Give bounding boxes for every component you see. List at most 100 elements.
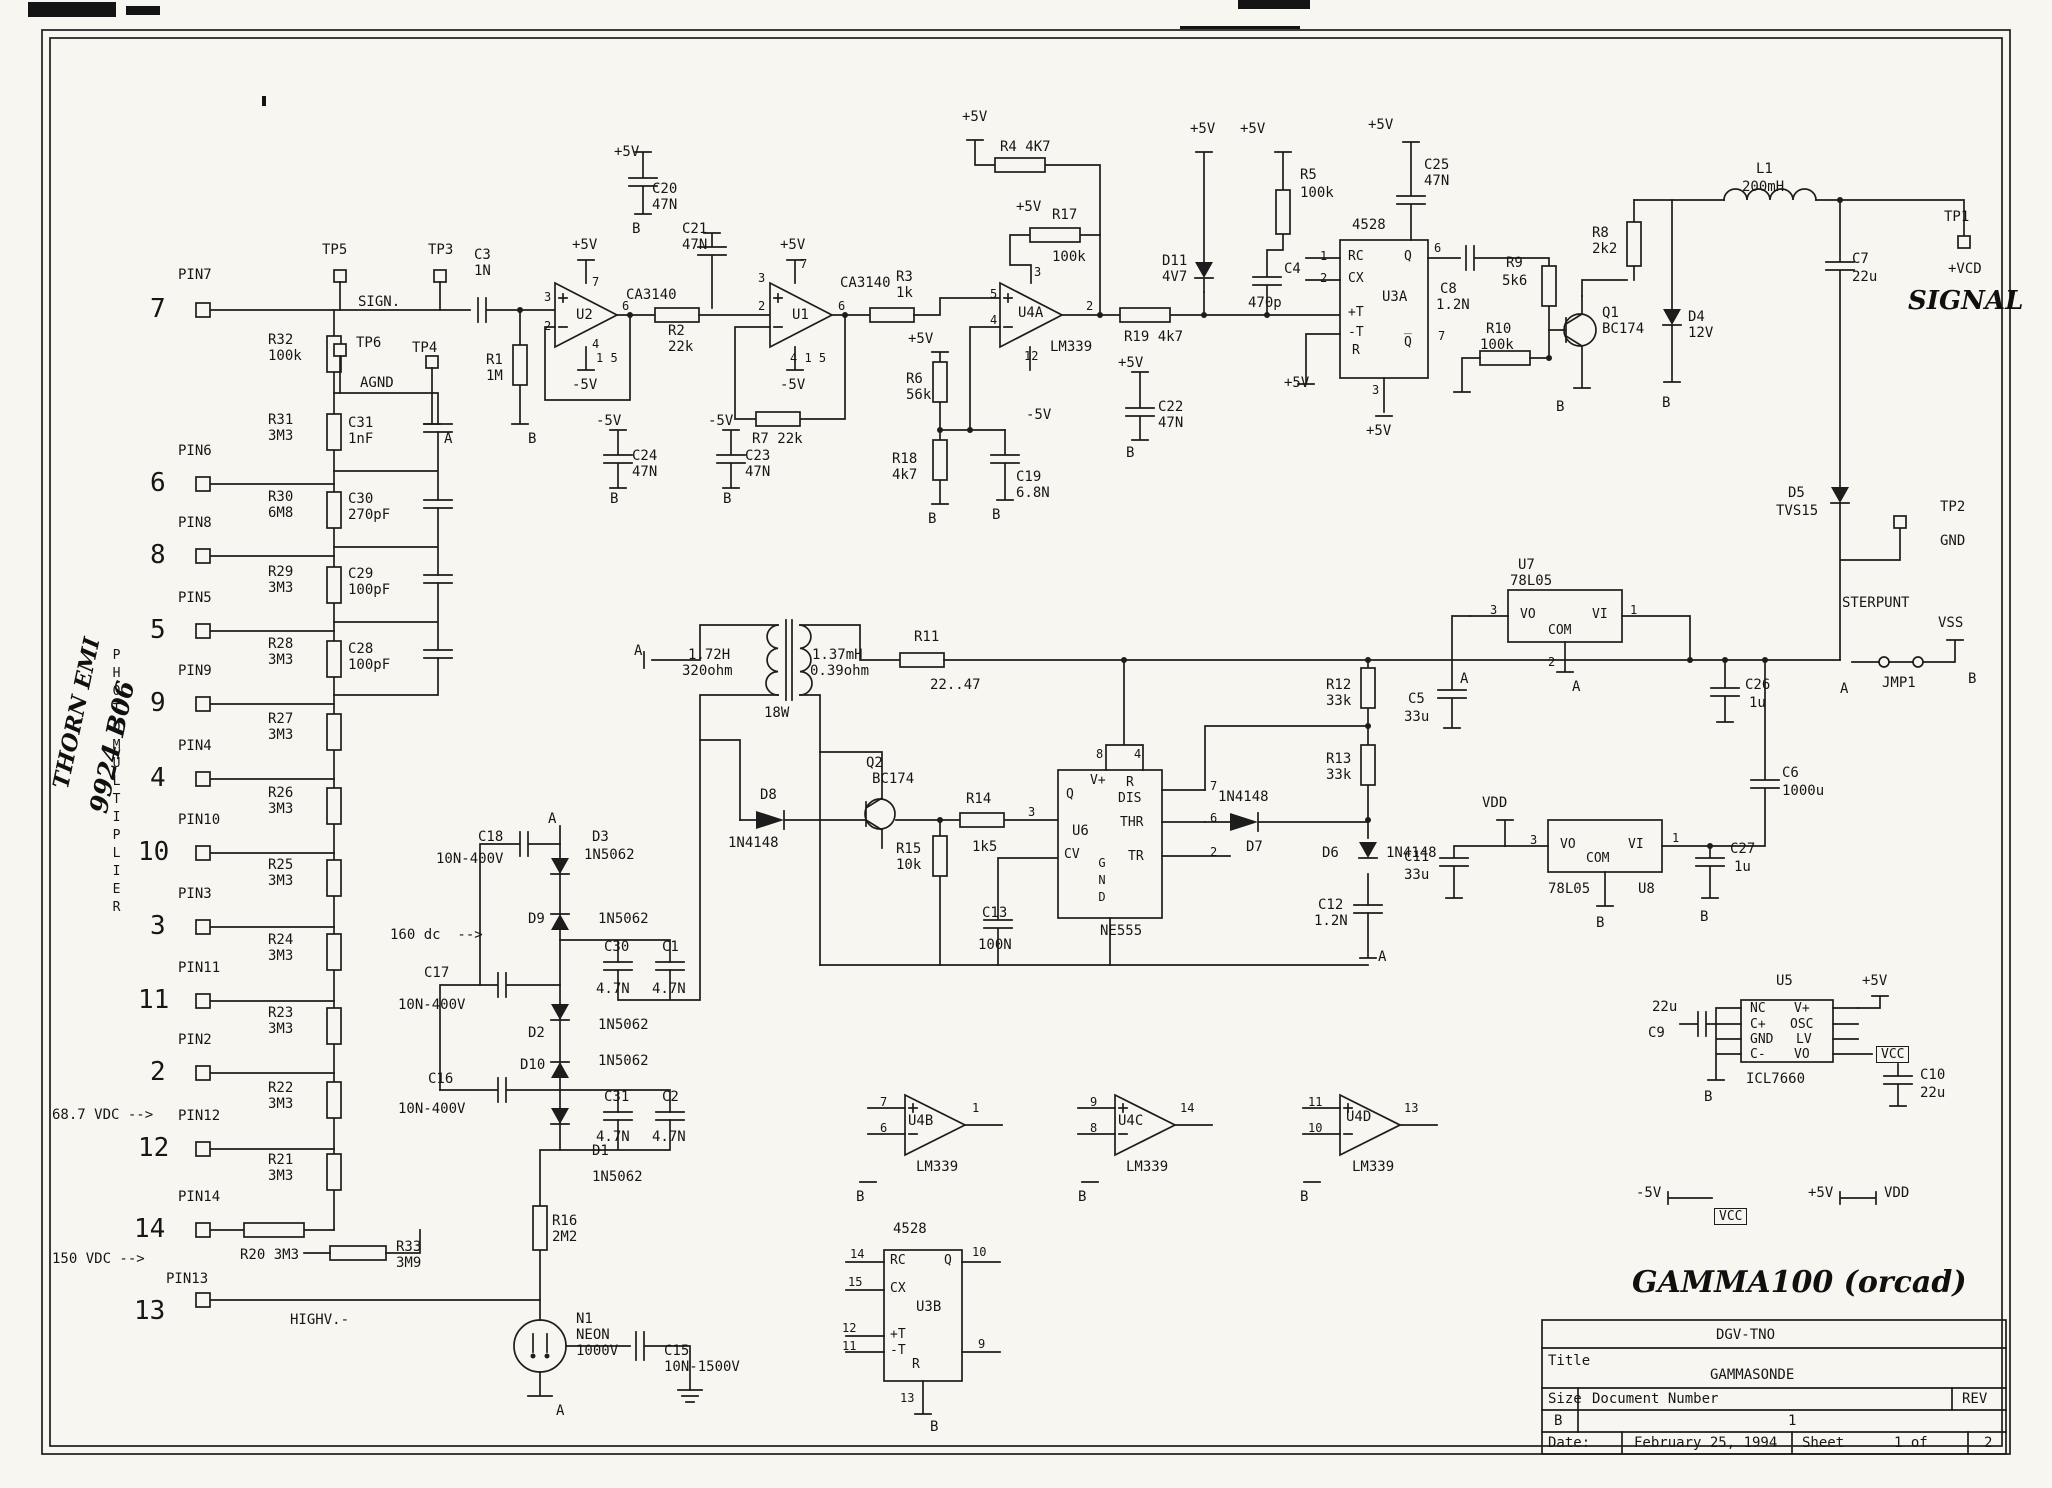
- pin14-label: PIN14: [178, 1189, 221, 1205]
- u3a-pin7: 7: [1438, 329, 1446, 343]
- c10-label: C10: [1920, 1067, 1946, 1083]
- r5-value: 100k: [1300, 185, 1334, 201]
- r8-label: R8: [1592, 225, 1609, 241]
- r33-value: 3M9: [396, 1255, 422, 1271]
- pin10-number: 10: [138, 837, 170, 867]
- tb-rev-label: REV: [1962, 1391, 1988, 1407]
- c27-label: C27: [1730, 841, 1756, 857]
- pin9-number: 9: [150, 688, 166, 718]
- c16-label: C16: [428, 1071, 454, 1087]
- r4-plus5v: +5V: [962, 109, 988, 125]
- r17-label: R17: [1052, 207, 1078, 223]
- u7-pin1: 1: [1630, 603, 1638, 617]
- u4b-label: U4B: [908, 1113, 934, 1129]
- u3a-qbar: Q̅: [1404, 335, 1412, 350]
- middle-stage: [643, 589, 1841, 966]
- u8-b: B: [1596, 915, 1605, 931]
- tp1-label: TP1: [1944, 209, 1970, 225]
- n1-part: NEON: [576, 1327, 610, 1343]
- d1-part: 1N5062: [592, 1169, 643, 1185]
- r31-value: 3M3: [268, 428, 294, 444]
- u4a-pin12: 12: [1024, 349, 1039, 363]
- c20-plus5v: +5V: [614, 144, 640, 160]
- u6-q: Q: [1066, 787, 1074, 802]
- c6-label: C6: [1782, 765, 1799, 781]
- u1-label: U1: [792, 307, 809, 323]
- d9-part: 1N5062: [598, 911, 649, 927]
- r13-value: 33k: [1326, 767, 1352, 783]
- d8-label: D8: [760, 787, 777, 803]
- u3b-part: 4528: [893, 1221, 927, 1237]
- u4c-b: B: [1078, 1189, 1087, 1205]
- u5-b: B: [1704, 1089, 1713, 1105]
- u7-pin2: 2: [1548, 655, 1556, 669]
- d8-part: 1N4148: [728, 835, 779, 851]
- u3a-r: R: [1352, 343, 1360, 358]
- u8-pin1: 1: [1672, 831, 1680, 845]
- u6-dis: DIS: [1118, 791, 1142, 806]
- c9-value: 22u: [1652, 999, 1678, 1015]
- tp6-label: TP6: [356, 335, 382, 351]
- r32-value: 100k: [268, 348, 302, 364]
- u4a-pin5: 5: [990, 287, 998, 301]
- c31b-label: C31: [604, 1089, 630, 1105]
- u7-part: 78L05: [1510, 573, 1553, 589]
- u4c-part: LM339: [1126, 1159, 1169, 1175]
- r3-label: R3: [896, 269, 913, 285]
- l1-label: L1: [1756, 161, 1773, 177]
- highv-label: HIGHV.-: [290, 1312, 350, 1328]
- r22-value: 3M3: [268, 1096, 294, 1112]
- r5-plus5v: +5V: [1240, 121, 1266, 137]
- u3b-label: U3B: [916, 1299, 942, 1315]
- u4c-pin8: 8: [1090, 1121, 1098, 1135]
- r17-plus5v: +5V: [1016, 199, 1042, 215]
- u3b-pin15: 15: [848, 1275, 863, 1289]
- r31-label: R31: [268, 412, 294, 428]
- pin14-number: 14: [134, 1214, 166, 1244]
- c30b-label: C30: [604, 939, 630, 955]
- d6-part: 1N4148: [1386, 845, 1437, 861]
- c25-label: C25: [1424, 157, 1450, 173]
- r29-label: R29: [268, 564, 294, 580]
- u2-minus5v: -5V: [572, 377, 598, 393]
- u4a-minus5v: -5V: [1026, 407, 1052, 423]
- hv-ladder: [439, 739, 703, 1403]
- c21-value: 47N: [682, 237, 708, 253]
- q2-label: Q2: [866, 755, 883, 771]
- u4a-pin4: 4: [990, 313, 998, 327]
- q1-part: BC174: [1602, 321, 1645, 337]
- c13-value: 100N: [978, 937, 1012, 953]
- c15-value: 10N-1500V: [664, 1359, 740, 1375]
- d7-label: D7: [1246, 839, 1263, 855]
- c18-label: C18: [478, 829, 504, 845]
- c6-value: 1000u: [1782, 783, 1825, 799]
- u5-gnd: GND: [1750, 1032, 1774, 1047]
- r7-label: R7 22k: [752, 431, 803, 447]
- sign-label: SIGN.: [358, 294, 401, 310]
- u2-plus5v: +5V: [572, 237, 598, 253]
- tp2-label: TP2: [1940, 499, 1966, 515]
- u1-pin2: 2: [758, 299, 766, 313]
- c26-value: 1u: [1749, 695, 1766, 711]
- r17-value: 100k: [1052, 249, 1086, 265]
- d10-label: D10: [520, 1057, 546, 1073]
- u5-lv: LV: [1796, 1032, 1812, 1047]
- r1-b: B: [528, 431, 537, 447]
- u7-com: COM: [1548, 623, 1572, 638]
- u4b-part: LM339: [916, 1159, 959, 1175]
- u4a-label: U4A: [1018, 305, 1044, 321]
- c20-label: C20: [652, 181, 678, 197]
- c22-b: B: [1126, 445, 1135, 461]
- u3a-part: 4528: [1352, 217, 1386, 233]
- d6-label: D6: [1322, 845, 1339, 861]
- pin13-number: 13: [134, 1296, 166, 1326]
- u3a-q: Q: [1404, 249, 1412, 264]
- r9-label: R9: [1506, 255, 1523, 271]
- u6-pin4: 4: [1134, 747, 1142, 761]
- c22-label: C22: [1158, 399, 1184, 415]
- pin12-number: 12: [138, 1133, 170, 1163]
- r12-value: 33k: [1326, 693, 1352, 709]
- c1-label: C1: [662, 939, 679, 955]
- pin2-number: 2: [150, 1057, 166, 1087]
- u3b-pin12: 12: [842, 1321, 857, 1335]
